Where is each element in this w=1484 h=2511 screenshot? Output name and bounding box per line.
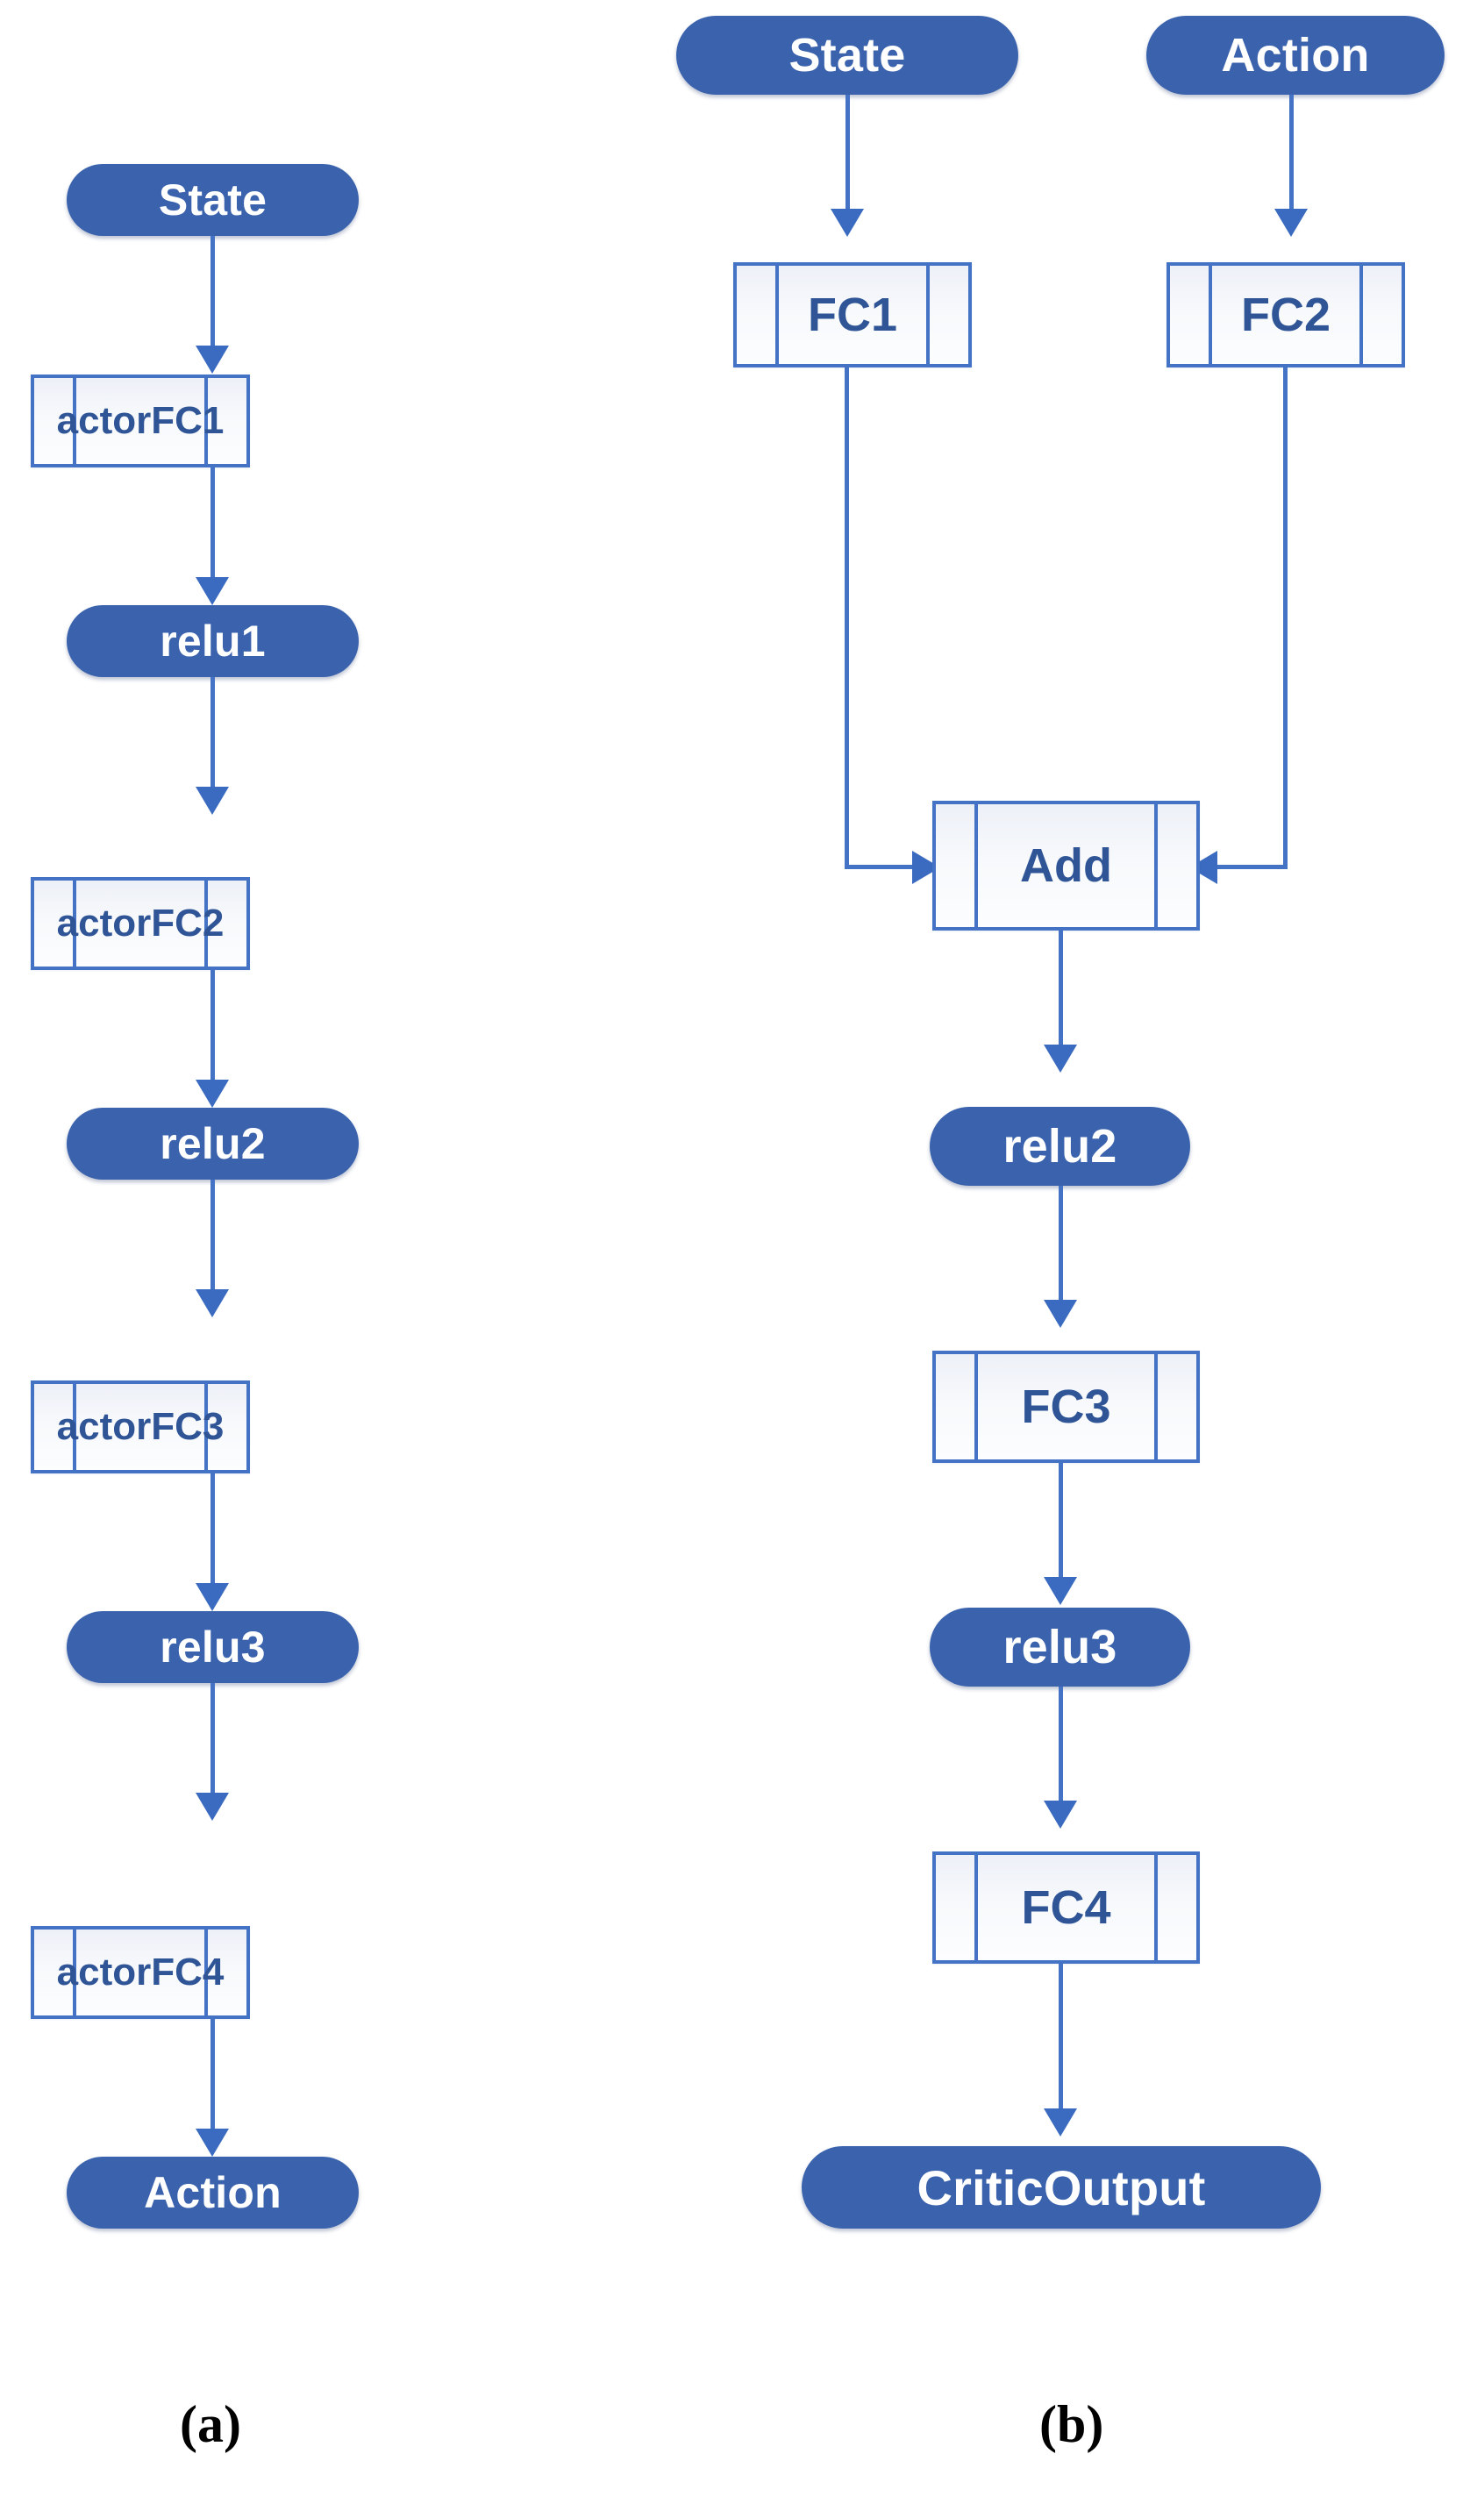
box-divider-left [1209,262,1212,367]
node-label: actorFC3 [56,1405,225,1448]
edge-b-fc4-to-out-arrow [1044,2108,1077,2136]
box-divider-left [73,1380,76,1473]
edge-b-fc2-to-add-hline [1217,865,1288,869]
node-label: relu3 [160,1623,266,1672]
edge-b-state-to-fc1-arrow [831,209,864,237]
node-label: FC3 [1021,1380,1111,1433]
box-divider-left [974,1351,978,1463]
box-divider-right [204,1926,208,2019]
box-divider-right [204,1380,208,1473]
node-label: relu2 [160,1119,266,1168]
box-divider-right [1154,801,1158,931]
edge-a-relu3-to-fc4-arrow [196,1793,229,1821]
node-b-action[interactable]: Action [1146,16,1445,95]
edge-b-fc2-to-add-vline [1283,367,1288,869]
node-label: relu3 [1002,1621,1117,1673]
edge-a-relu1-to-fc2-arrow [196,787,229,815]
box-divider-right [1154,1351,1158,1463]
node-b-fc3[interactable]: FC3 [932,1351,1200,1463]
edge-b-fc3-to-relu3-line [1059,1463,1063,1581]
edge-b-add-to-relu2-line [1059,931,1063,1049]
box-divider-right [1154,1851,1158,1964]
node-label: Add [1020,839,1112,892]
edge-b-state-to-fc1-line [845,95,850,213]
node-label: relu2 [1002,1120,1117,1173]
edge-b-relu3-to-fc4-line [1059,1687,1063,1805]
node-label: FC2 [1240,289,1331,341]
edge-a-relu3-to-fc4-line [210,1683,215,1797]
node-b-fc2[interactable]: FC2 [1167,262,1405,367]
edge-a-fc2-to-relu2-line [210,970,215,1084]
node-b-out[interactable]: CriticOutput [802,2146,1321,2229]
edge-b-relu3-to-fc4-arrow [1044,1801,1077,1829]
edge-a-relu2-to-fc3-line [210,1180,215,1294]
edge-a-fc2-to-relu2-arrow [196,1080,229,1108]
node-label: FC4 [1021,1881,1111,1934]
node-label: FC1 [807,289,897,341]
node-label: CriticOutput [917,2159,1206,2215]
edge-b-relu2-to-fc3-arrow [1044,1300,1077,1328]
node-b-relu2[interactable]: relu2 [930,1107,1190,1186]
node-a-fc1[interactable]: actorFC1 [31,375,250,467]
node-a-state[interactable]: State [67,164,359,236]
node-label: actorFC2 [56,902,225,945]
node-a-fc4[interactable]: actorFC4 [31,1926,250,2019]
edge-a-fc1-to-relu1-arrow [196,577,229,605]
edge-b-add-to-relu2-arrow [1044,1045,1077,1073]
node-a-action[interactable]: Action [67,2157,359,2229]
edge-b-fc1-to-add-hline [845,865,915,869]
box-divider-left [73,1926,76,2019]
node-b-add[interactable]: Add [932,801,1200,931]
caption-b: (b) [1039,2395,1104,2453]
edge-a-fc3-to-relu3-arrow [196,1583,229,1611]
caption-a: (a) [180,2395,241,2453]
edge-b-fc1-to-add-vline [845,367,849,869]
node-label: State [788,29,906,82]
node-a-relu1[interactable]: relu1 [67,605,359,677]
node-label: State [158,175,268,225]
box-divider-left [974,801,978,931]
box-divider-left [73,375,76,467]
edge-a-relu2-to-fc3-arrow [196,1289,229,1317]
edge-a-fc3-to-relu3-line [210,1473,215,1587]
edge-b-action-to-fc2-line [1289,95,1294,213]
edge-a-fc1-to-relu1-line [210,467,215,581]
box-divider-right [926,262,930,367]
box-divider-right [1359,262,1363,367]
edge-a-fc4-to-action-arrow [196,2129,229,2157]
node-a-fc2[interactable]: actorFC2 [31,877,250,970]
node-label: actorFC1 [56,399,225,442]
edge-a-relu1-to-fc2-line [210,677,215,791]
box-divider-right [204,877,208,970]
node-b-fc1[interactable]: FC1 [733,262,972,367]
edge-a-state-to-fc1-line [210,236,215,350]
node-label: relu1 [160,617,266,666]
box-divider-right [204,375,208,467]
box-divider-left [974,1851,978,1964]
node-a-fc3[interactable]: actorFC3 [31,1380,250,1473]
edge-a-fc4-to-action-line [210,2019,215,2133]
edge-b-relu2-to-fc3-line [1059,1186,1063,1304]
node-a-relu2[interactable]: relu2 [67,1108,359,1180]
node-a-relu3[interactable]: relu3 [67,1611,359,1683]
node-b-state[interactable]: State [676,16,1018,95]
node-label: Action [144,2168,282,2217]
node-label: actorFC4 [56,1951,225,1994]
box-divider-left [73,877,76,970]
edge-a-state-to-fc1-arrow [196,346,229,374]
edge-b-action-to-fc2-arrow [1274,209,1308,237]
node-b-relu3[interactable]: relu3 [930,1608,1190,1687]
edge-b-fc4-to-out-line [1059,1964,1063,2113]
node-b-fc4[interactable]: FC4 [932,1851,1200,1964]
edge-b-fc3-to-relu3-arrow [1044,1577,1077,1605]
box-divider-left [775,262,779,367]
node-label: Action [1221,29,1370,82]
